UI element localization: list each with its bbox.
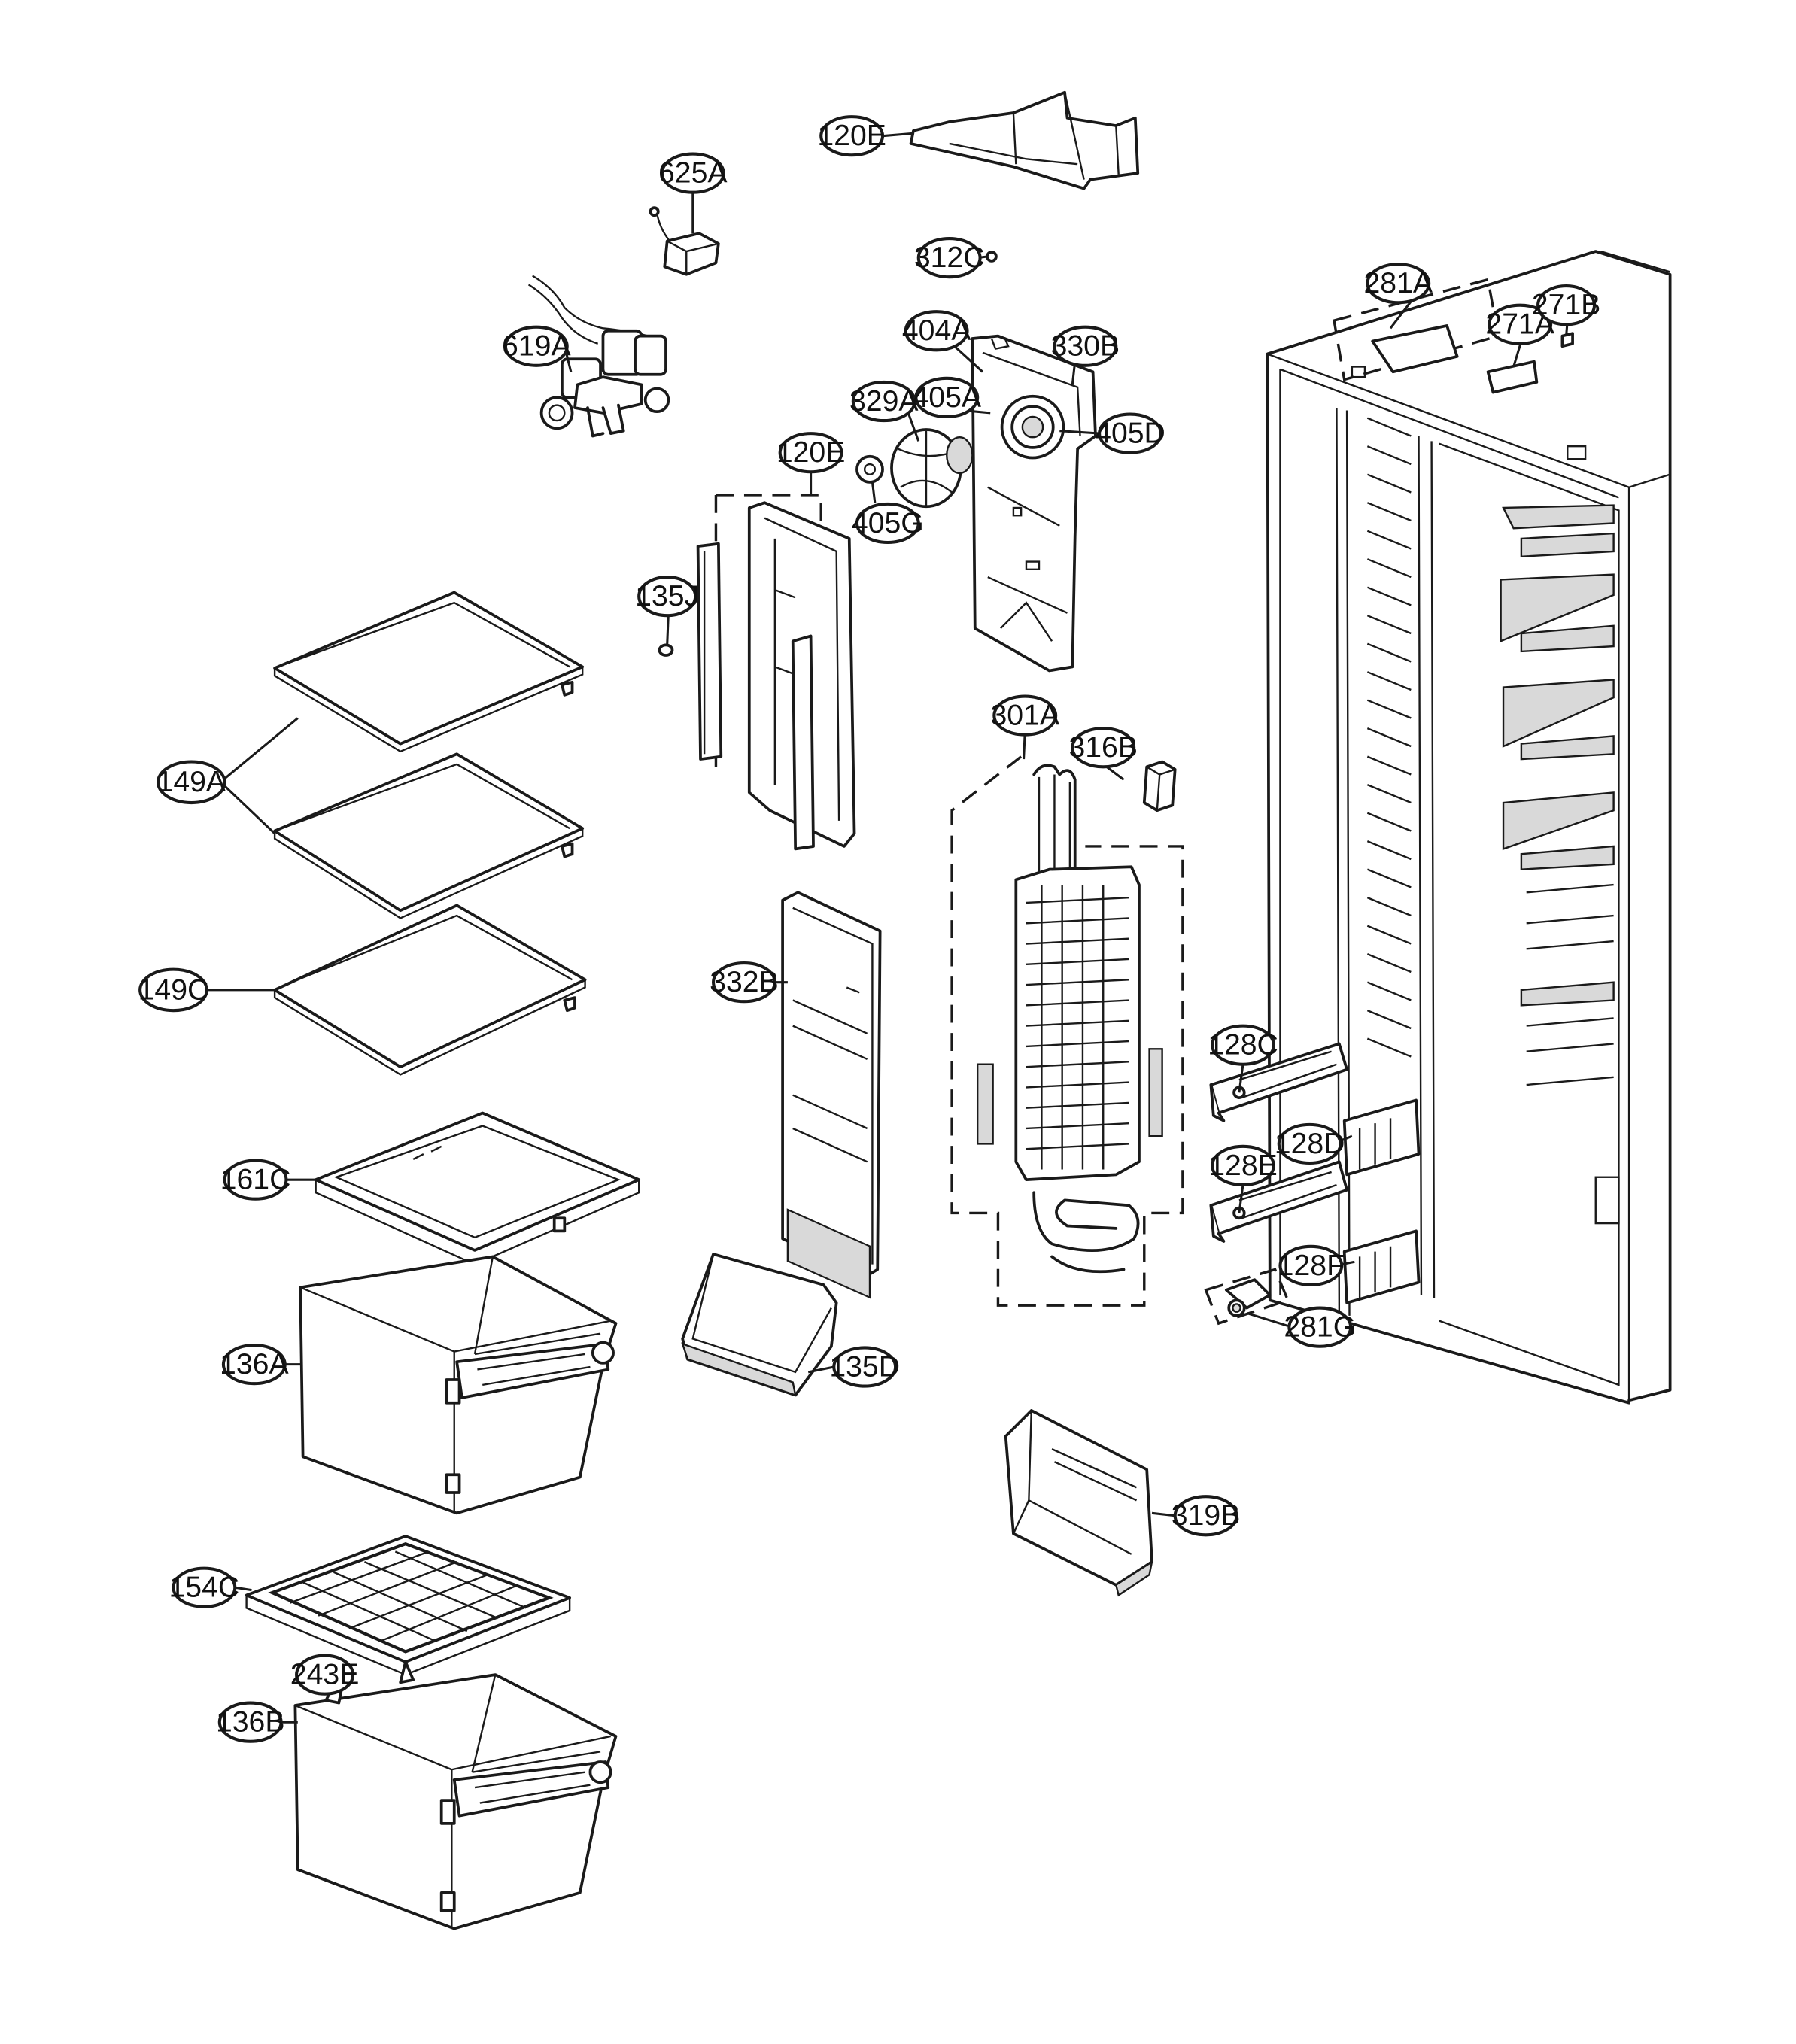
part-301a-evaporator — [950, 755, 1184, 1307]
callout-625a[interactable]: 625A — [658, 152, 728, 194]
part-149a-shelf-middle — [273, 752, 585, 919]
svg-text:330B: 330B — [1051, 330, 1120, 363]
svg-text:128D: 128D — [1275, 1128, 1345, 1160]
callout-405a[interactable]: 405A — [913, 376, 982, 419]
svg-text:301A: 301A — [990, 700, 1059, 732]
part-319b-drain-pan — [1004, 1409, 1153, 1597]
callout-271b[interactable]: 271B — [1532, 284, 1601, 326]
part-281g-hinge — [1204, 1268, 1290, 1326]
svg-text:281A: 281A — [1363, 267, 1433, 299]
part-330b-fan-shroud — [971, 334, 1097, 673]
svg-text:128F: 128F — [1278, 1250, 1345, 1282]
callout-135d[interactable]: 135D — [829, 1346, 900, 1388]
callout-128f[interactable]: 128F — [1278, 1244, 1345, 1286]
part-120e-duct-cover — [909, 90, 1140, 190]
part-128e-rail — [1209, 1160, 1348, 1243]
svg-text:271B: 271B — [1532, 289, 1601, 321]
callout-136b[interactable]: 136B — [216, 1701, 285, 1743]
callout-316b[interactable]: 316B — [1068, 727, 1138, 769]
svg-text:405A: 405A — [913, 381, 982, 414]
svg-text:625A: 625A — [658, 157, 728, 190]
part-312c-screw — [986, 251, 998, 263]
callout-319b[interactable]: 319B — [1172, 1495, 1241, 1537]
part-316b-pad — [1142, 760, 1177, 812]
svg-text:154C: 154C — [169, 1572, 240, 1604]
callout-281a[interactable]: 281A — [1363, 263, 1433, 305]
callout-128c[interactable]: 128C — [1208, 1024, 1278, 1066]
part-625a-sensor-box — [649, 206, 720, 276]
callout-619a[interactable]: 619A — [502, 325, 571, 367]
callout-120e-top[interactable]: 120E — [817, 115, 886, 157]
callout-243e[interactable]: 243E — [290, 1654, 360, 1696]
callout-404a[interactable]: 404A — [902, 310, 971, 352]
svg-text:128C: 128C — [1208, 1029, 1278, 1061]
callout-120e-mid[interactable]: 120E — [776, 432, 846, 474]
callout-332b[interactable]: 332B — [710, 961, 779, 1004]
part-332b-back-panel — [781, 891, 882, 1299]
svg-text:316B: 316B — [1068, 731, 1138, 764]
callout-149c[interactable]: 149C — [138, 967, 209, 1013]
part-405g-fan-hub — [855, 454, 884, 484]
svg-text:405D: 405D — [1095, 418, 1165, 450]
part-136a-crisper-drawer — [299, 1255, 618, 1515]
part-136b-crisper-drawer — [293, 1673, 618, 1930]
svg-text:161C: 161C — [220, 1164, 291, 1196]
svg-text:135D: 135D — [829, 1351, 900, 1383]
svg-text:136A: 136A — [220, 1348, 289, 1380]
callout-405d[interactable]: 405D — [1095, 412, 1165, 454]
svg-text:404A: 404A — [902, 314, 971, 347]
part-135d-tray — [681, 1253, 838, 1397]
callout-405g[interactable]: 405G — [852, 502, 924, 545]
callout-161c[interactable]: 161C — [220, 1159, 291, 1201]
part-refrigerator-cabinet — [1266, 250, 1672, 1405]
callout-301a[interactable]: 301A — [990, 694, 1060, 737]
svg-text:120E: 120E — [776, 436, 846, 469]
part-619a-water-valve — [527, 275, 670, 438]
callout-271a[interactable]: 271A — [1485, 303, 1555, 345]
svg-text:319B: 319B — [1172, 1499, 1241, 1532]
part-149c-shelf-lower — [273, 904, 587, 1076]
part-329a-fan-blade — [890, 428, 974, 509]
svg-text:332B: 332B — [710, 966, 779, 998]
callout-281g[interactable]: 281G — [1284, 1306, 1356, 1348]
callout-128e[interactable]: 128E — [1208, 1144, 1278, 1187]
part-128c-rail — [1209, 1042, 1348, 1122]
svg-text:405G: 405G — [852, 507, 924, 539]
callout-330b[interactable]: 330B — [1051, 325, 1120, 367]
svg-text:281G: 281G — [1284, 1311, 1356, 1344]
svg-text:128E: 128E — [1208, 1150, 1278, 1182]
svg-text:619A: 619A — [502, 330, 571, 363]
svg-text:312C: 312C — [914, 241, 985, 274]
part-161c-crisper-cover-frame — [314, 1111, 641, 1265]
callout-329a[interactable]: 329A — [849, 380, 919, 423]
callout-136a[interactable]: 136A — [220, 1343, 289, 1386]
callout-312c[interactable]: 312C — [914, 236, 985, 279]
part-154c-crisper-cover — [245, 1535, 572, 1684]
part-135j-clip — [658, 643, 674, 657]
svg-text:136B: 136B — [216, 1706, 285, 1739]
svg-text:149C: 149C — [138, 973, 209, 1006]
svg-text:135J: 135J — [635, 580, 699, 612]
part-120e-channel-duct — [696, 494, 856, 851]
part-149a-shelf-upper — [273, 591, 585, 753]
svg-text:329A: 329A — [849, 385, 919, 418]
callout-149a[interactable]: 149A — [156, 760, 226, 805]
svg-text:243E: 243E — [290, 1659, 360, 1691]
svg-text:120E: 120E — [817, 120, 886, 152]
callout-154c[interactable]: 154C — [169, 1566, 240, 1608]
callout-128d[interactable]: 128D — [1275, 1122, 1345, 1165]
callout-135j[interactable]: 135J — [635, 575, 699, 618]
svg-text:149A: 149A — [157, 766, 226, 798]
